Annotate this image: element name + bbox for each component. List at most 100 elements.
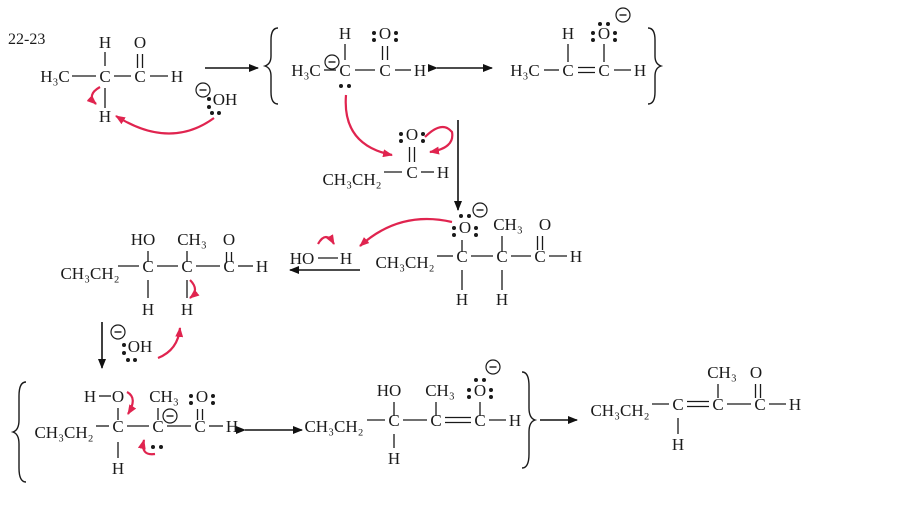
problem-number: 22-23 [8,31,45,48]
lone-pair-dot [339,84,343,88]
methyl-group: H₃C [510,61,540,80]
lone-pair-dot [189,401,193,405]
lone-pair-dot [399,132,403,136]
atom-c: C [223,257,234,276]
lone-pair-dot [372,31,376,35]
lone-pair-dot [217,111,221,115]
atom-h: H [171,67,183,86]
ethyl-group: CH₃CH₂ [60,264,119,283]
electron-flow-proton-transfer [359,217,453,247]
atom-o: O [474,381,486,400]
atom-h: H [437,163,449,182]
atom-c: C [562,61,573,80]
electron-flow-carbanion [137,439,156,456]
atom-h: H [112,459,124,478]
lone-pair-dot [372,38,376,42]
atom-h: H [99,107,111,126]
atom-o: O [134,33,146,52]
atom-c: C [181,257,192,276]
atom-c: C [672,395,683,414]
electron-flow-oh-bond [317,234,335,245]
methyl-group: H₃C [291,61,321,80]
hydroxyl-group: HO [131,230,156,249]
lone-pair-dot [210,111,214,115]
atom-h: H [99,33,111,52]
methyl-group: CH₃ [493,215,523,234]
ethyl-group: CH₃CH₂ [34,423,93,442]
atom-c: C [194,417,205,436]
negative-charge-icon [195,82,211,98]
lone-pair-dot [474,226,478,230]
electron-flow-hydroxide-attack [115,115,215,135]
negative-charge-icon [324,54,340,70]
atom-o: O [598,24,610,43]
atom-o: O [196,387,208,406]
negative-charge-icon [485,359,501,375]
lone-pair-dot [459,214,463,218]
methyl-group: CH₃ [177,230,207,249]
methyl-group: CH₃ [707,363,737,382]
ethyl-group: CH₃CH₂ [375,253,434,272]
resonance-bracket-right [647,27,664,105]
atom-c: C [712,395,723,414]
negative-charge-icon [162,408,178,424]
lone-pair-dot [151,445,155,449]
atom-h: H [226,417,238,436]
atom-h: H [414,61,426,80]
atom-o: O [223,230,235,249]
lone-pair-dot [606,22,610,26]
lone-pair-dot [347,84,351,88]
lone-pair-dot [482,378,486,382]
lone-pair-dot [452,233,456,237]
lone-pair-dot [474,378,478,382]
atom-o: O [112,387,124,406]
atom-c: C [112,417,123,436]
atom-h: H [496,290,508,309]
electron-flow-enolate-attack [344,94,393,158]
ethyl-group: CH₃CH₂ [590,401,649,420]
atom-h: H [181,300,193,319]
ethyl-group: CH₃CH₂ [304,417,363,436]
atom-c: C [406,163,417,182]
atom-c: C [496,247,507,266]
atom-h: H [84,387,96,406]
atom-c: C [152,417,163,436]
methyl-group: H₃C [40,67,70,86]
atom-c: C [456,247,467,266]
atom-h: H [562,24,574,43]
lone-pair-dot [394,38,398,42]
atom-h: H [339,24,351,43]
lone-pair-dot [207,105,211,109]
lone-pair-dot [211,394,215,398]
atom-h: H [388,449,400,468]
lone-pair-dot [133,358,137,362]
electron-flow-ch-bond-2 [189,279,200,299]
atom-c: C [99,67,110,86]
atom-c: C [534,247,545,266]
resonance-bracket-left [262,27,279,105]
negative-charge-icon [615,7,631,23]
atom-h: H [456,290,468,309]
lone-pair-dot [474,233,478,237]
atom-h: H [142,300,154,319]
ethyl-group: CH₃CH₂ [322,170,381,189]
atom-h: H [256,257,268,276]
atom-h: H [340,249,352,268]
hydroxyl-group: HO [377,381,402,400]
hydroxide-oh: OH [128,337,153,356]
lone-pair-dot [189,394,193,398]
lone-pair-dot [489,395,493,399]
negative-charge-icon [472,202,488,218]
lone-pair-dot [467,388,471,392]
lone-pair-dot [613,38,617,42]
negative-charge-icon [110,324,126,340]
lone-pair-dot [489,388,493,392]
resonance-bracket-right-2 [521,371,538,469]
electron-flow-co-bond [126,391,137,415]
lone-pair-dot [613,31,617,35]
atom-c: C [379,61,390,80]
atom-h: H [634,61,646,80]
lone-pair-dot [394,31,398,35]
atom-o: O [459,218,471,237]
